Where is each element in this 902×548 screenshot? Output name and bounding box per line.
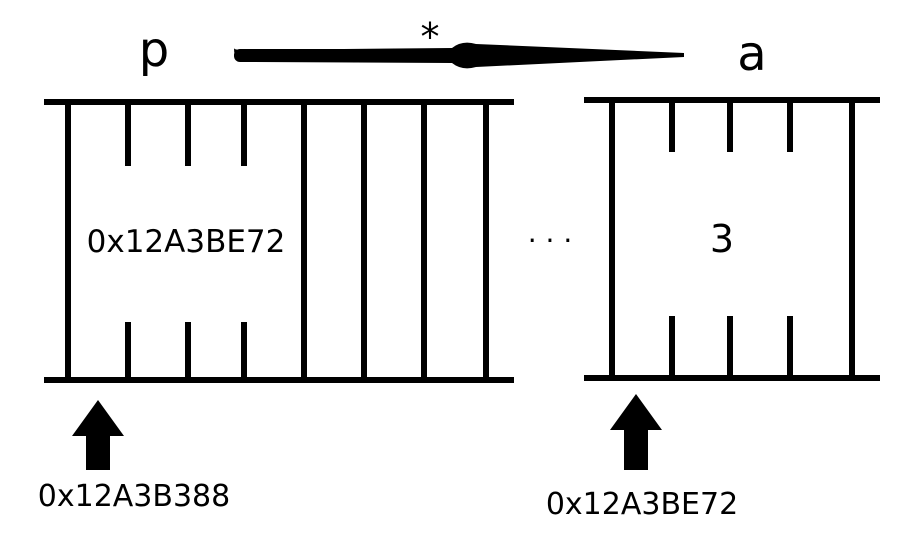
dereference-symbol: * [421,15,440,59]
pointer-stored-value: 0x12A3BE72 [87,224,286,260]
dereference-arrow-shaft [234,49,458,62]
dereference-arrow-knot [452,45,480,67]
pointer-address-arrow-icon [72,400,124,470]
pointer-variable-name: p [139,22,169,78]
memory-gap-ellipsis: · · · [528,224,573,257]
target-address-label: 0x12A3BE72 [546,487,738,522]
target-memory-block [584,97,880,381]
target-variable-name: a [737,26,766,82]
pointer-memory-block [44,99,514,383]
target-address-arrow-icon [610,394,662,470]
target-stored-value: 3 [710,217,734,261]
pointer-address-label: 0x12A3B388 [38,479,230,514]
